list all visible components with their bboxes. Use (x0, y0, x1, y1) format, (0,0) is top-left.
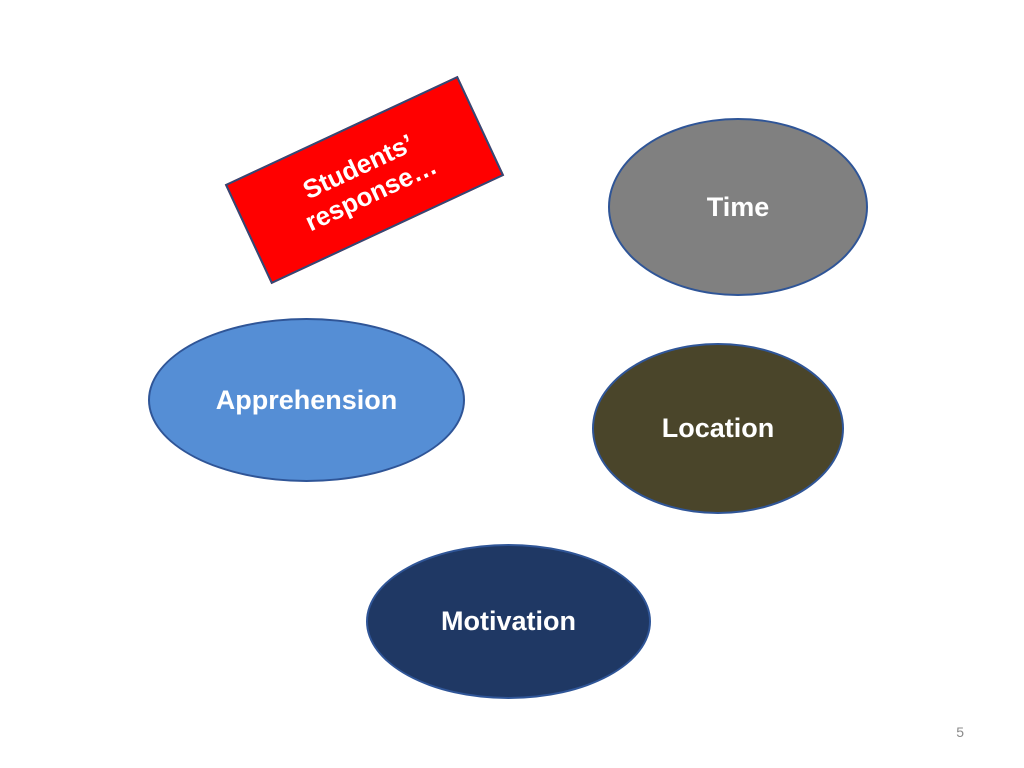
students-response-banner: Students’ response… (224, 75, 505, 285)
oval-time: Time (608, 118, 868, 296)
oval-location: Location (592, 343, 844, 514)
oval-apprehension-label: Apprehension (215, 384, 398, 415)
oval-motivation: Motivation (366, 544, 651, 699)
oval-apprehension: Apprehension (148, 318, 465, 482)
page-number: 5 (956, 724, 964, 740)
oval-time-label: Time (706, 191, 770, 222)
oval-location-label: Location (661, 413, 775, 443)
banner-text: Students’ response… (298, 127, 442, 238)
oval-motivation-label: Motivation (441, 606, 576, 636)
